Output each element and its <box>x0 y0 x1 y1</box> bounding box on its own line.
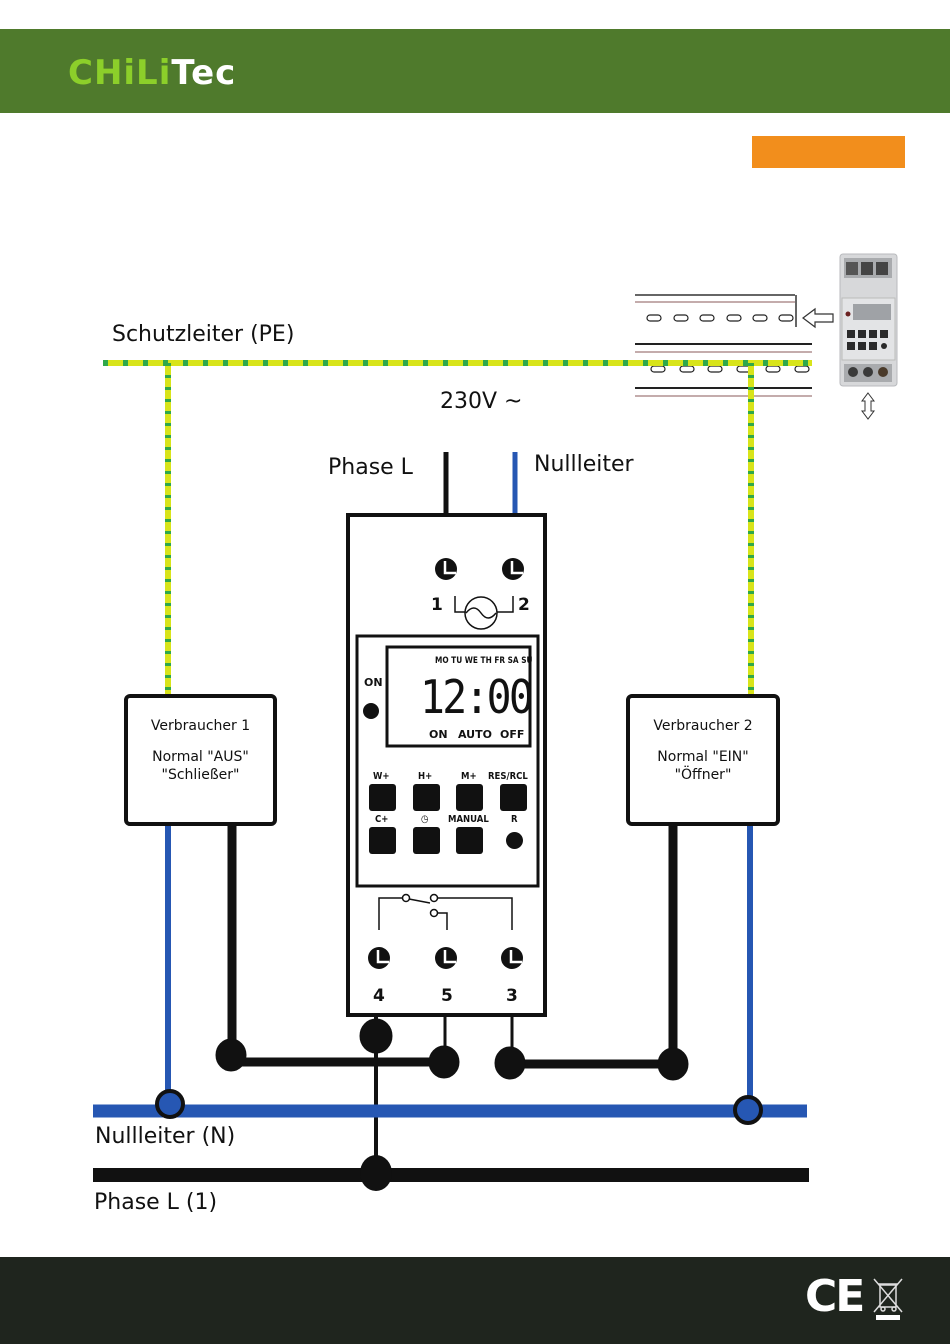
button-hour[interactable] <box>413 784 440 811</box>
terminal-1-icon <box>435 558 457 580</box>
voltage-label: 230V ~ <box>440 389 522 414</box>
button-clock-label: C+ <box>375 814 388 825</box>
terminal-1-label: 1 <box>431 595 443 615</box>
button-hour-label: H+ <box>418 771 432 782</box>
pe-label: Schutzleiter (PE) <box>112 322 294 347</box>
terminal-3-label: 3 <box>506 986 518 1006</box>
consumer-2-box: Verbraucher 2 Normal "EIN" "Öffner" <box>626 694 780 826</box>
consumer-1-mode: Normal "AUS" <box>152 749 249 765</box>
consumer-2-mode: Normal "EIN" <box>657 749 748 765</box>
phase-input-label: Phase L <box>328 455 413 480</box>
on-indicator-label: ON <box>364 676 383 689</box>
arrow-updown-icon <box>862 393 874 419</box>
mode-auto-label: AUTO <box>458 728 492 741</box>
consumer-1-type: "Schließer" <box>162 767 240 783</box>
consumer-2-title: Verbraucher 2 <box>630 718 776 734</box>
lcd-time: 12:00 <box>420 670 531 724</box>
weee-crossed-bin-icon <box>872 1277 904 1321</box>
phase-bus-label: Phase L (1) <box>94 1190 217 1215</box>
din-rail-illustration <box>635 295 874 419</box>
button-reset-label: R <box>511 814 518 825</box>
button-res-rcl[interactable] <box>500 784 527 811</box>
on-indicator-led <box>363 703 379 719</box>
terminal-2-label: 2 <box>518 595 530 615</box>
terminal-4-icon <box>368 947 390 969</box>
button-reset[interactable] <box>506 832 523 849</box>
button-clock[interactable] <box>369 827 396 854</box>
button-minute[interactable] <box>456 784 483 811</box>
neutral-bus-label: Nullleiter (N) <box>95 1124 235 1149</box>
button-minute-label: M+ <box>461 771 477 782</box>
button-manual-label: MANUAL <box>448 814 489 825</box>
ce-mark: CE <box>805 1274 863 1320</box>
arrow-left-icon <box>803 309 833 327</box>
button-week-label: W+ <box>373 771 390 782</box>
neutral-input-label: Nullleiter <box>534 452 634 477</box>
button-timer-label: ◷ <box>421 814 428 825</box>
terminal-3-icon <box>501 947 523 969</box>
terminal-2-icon <box>502 558 524 580</box>
mode-off-label: OFF <box>500 728 524 741</box>
consumer-2-type: "Öffner" <box>675 767 732 783</box>
terminal-4-label: 4 <box>373 986 385 1006</box>
button-timer[interactable] <box>413 827 440 854</box>
button-week[interactable] <box>369 784 396 811</box>
button-manual[interactable] <box>456 827 483 854</box>
mode-on-label: ON <box>429 728 448 741</box>
button-res-rcl-label: RES/RCL <box>488 771 528 782</box>
terminal-5-icon <box>435 947 457 969</box>
timer-device-photo <box>840 254 897 386</box>
terminal-5-label: 5 <box>441 986 453 1006</box>
consumer-1-title: Verbraucher 1 <box>128 718 273 734</box>
weekday-strip: MO TU WE TH FR SA SU <box>435 656 533 666</box>
phase-bus-junction <box>360 1155 392 1191</box>
consumer-1-box: Verbraucher 1 Normal "AUS" "Schließer" <box>124 694 277 826</box>
